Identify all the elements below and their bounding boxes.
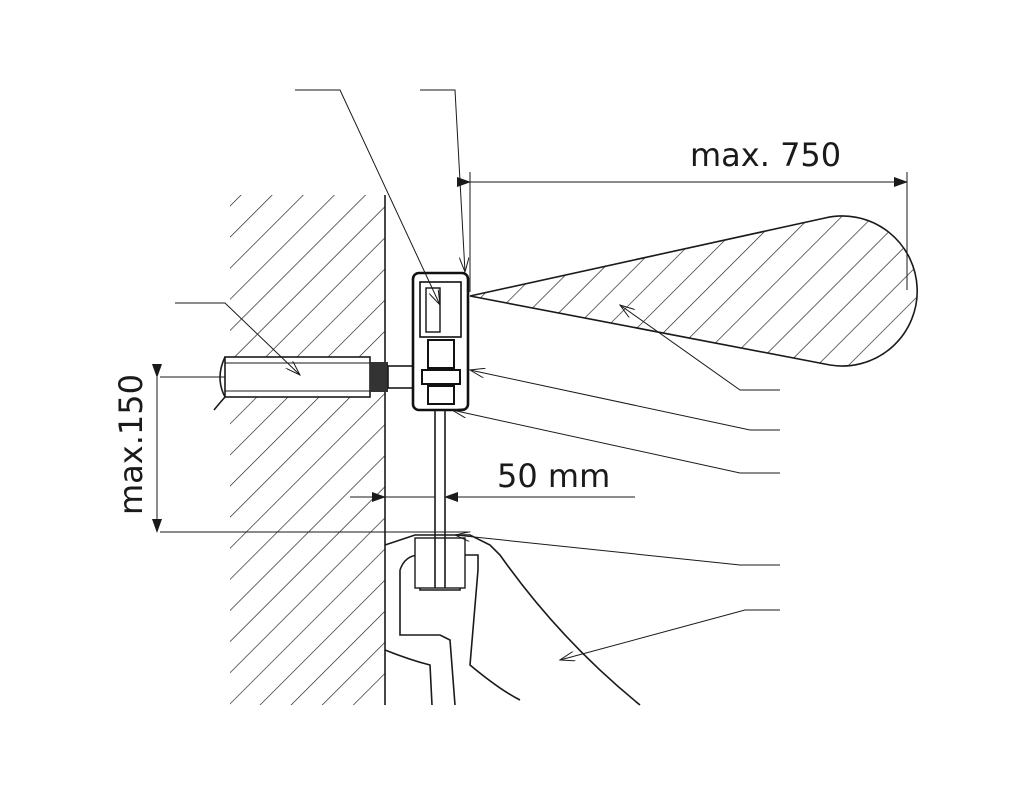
detection-range-label: max. 750 bbox=[690, 136, 841, 174]
dimension-height-offset: max.150 bbox=[112, 364, 470, 533]
sensor-unit bbox=[411, 271, 470, 412]
wall-distance-label: 50 mm bbox=[497, 457, 610, 495]
dimension-detection-range: max. 750 bbox=[457, 136, 908, 292]
urinal bbox=[384, 534, 641, 706]
dimension-wall-distance: 50 mm bbox=[350, 457, 635, 502]
height-offset-label: max.150 bbox=[112, 374, 150, 515]
leader-lines bbox=[175, 89, 780, 660]
detection-zone bbox=[469, 215, 918, 367]
wall bbox=[230, 195, 386, 705]
